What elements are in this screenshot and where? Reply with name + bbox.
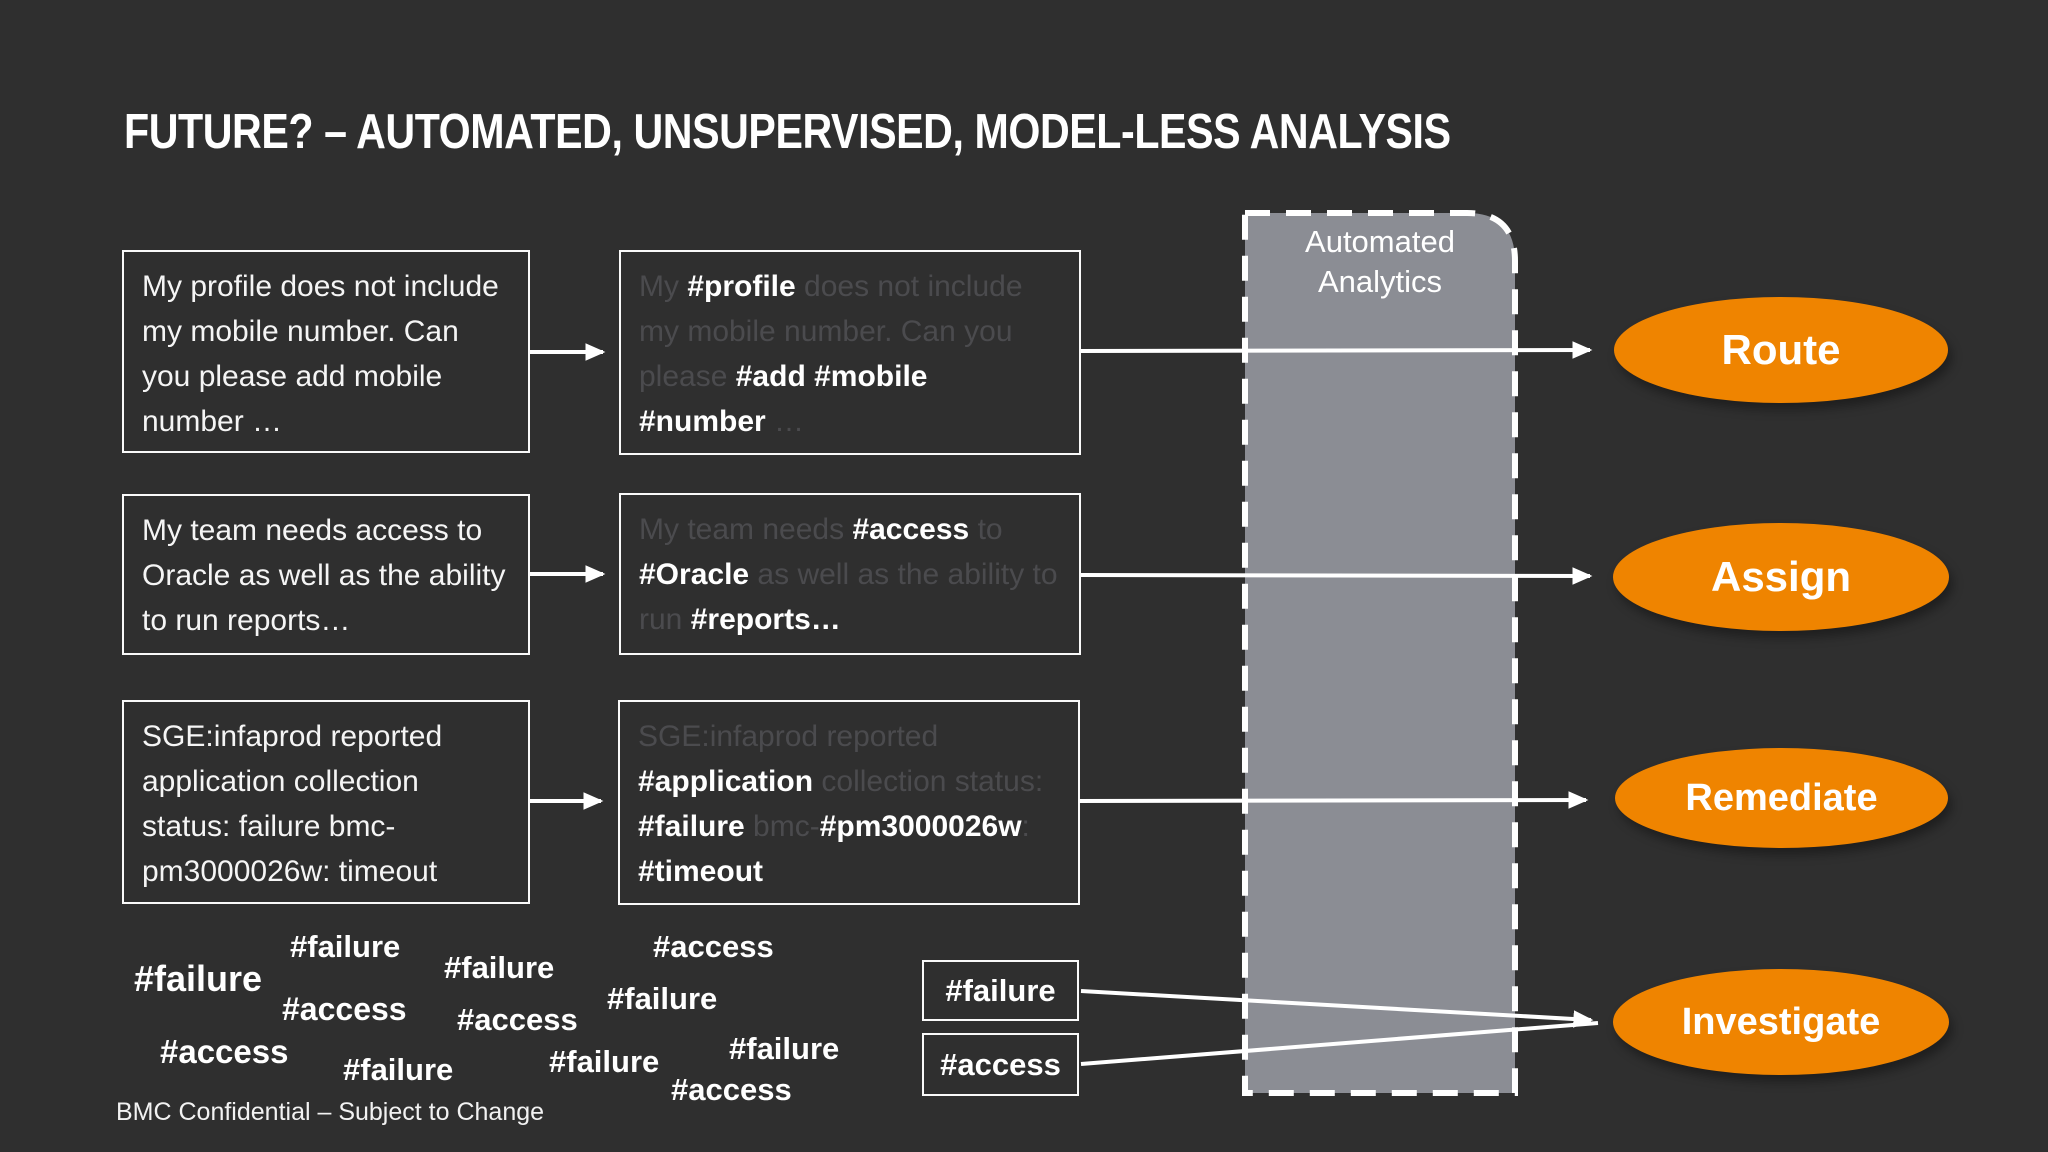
tag-cloud-word: #failure: [729, 1031, 840, 1066]
hashtag-text: #reports…: [690, 603, 841, 636]
tagged-text-box-2: My team needs #access to #Oracle as well…: [619, 493, 1081, 655]
dim-text: My: [639, 270, 688, 303]
action-ellipse-investigate: Investigate: [1613, 969, 1949, 1075]
boxed-tag-access: #access: [922, 1033, 1079, 1096]
hashtag-text: #pm3000026w: [819, 810, 1022, 843]
tagged-text-box-1: My #profile does not include my mobile n…: [619, 250, 1081, 455]
tag-cloud-word: #failure: [444, 950, 555, 985]
arrow-to-route: [1080, 341, 1593, 359]
tag-cloud-word: #access: [671, 1072, 792, 1107]
tag-cloud-word: #failure: [607, 981, 718, 1016]
automated-analytics-label: Automated Analytics: [1305, 224, 1455, 299]
action-ellipse-route: Route: [1614, 297, 1948, 403]
dim-text: does not include my mobile number. Can y…: [639, 270, 1023, 393]
dim-text: My team needs: [639, 513, 853, 546]
tagged-text-box-3: SGE:infaprod reported #application colle…: [618, 700, 1080, 905]
dim-text: :: [1021, 810, 1030, 843]
confidentiality-footer: BMC Confidential – Subject to Change: [116, 1098, 545, 1126]
tag-cloud-word: #failure: [343, 1052, 454, 1087]
boxed-tag-failure: #failure: [922, 960, 1079, 1021]
arrow-failure-to-investigate: [1080, 989, 1594, 1028]
dim-text: …: [765, 405, 805, 438]
slide-title: FUTURE? – AUTOMATED, UNSUPERVISED, MODEL…: [124, 105, 1451, 159]
automated-analytics-panel: [1242, 210, 1518, 1096]
ticket-text-box-3: SGE:infaprod reported application collec…: [122, 700, 530, 904]
hashtag-text: #add #mobile #number: [639, 360, 928, 438]
dim-text: to: [969, 513, 1003, 546]
tag-cloud-word: #access: [457, 1002, 578, 1037]
ticket-text-box-2: My team needs access to Oracle as well a…: [122, 494, 530, 655]
dim-text: as well as the ability to run: [639, 558, 1058, 636]
arrow-to-remediate: [1078, 791, 1589, 809]
flow-arrows: [530, 341, 1599, 1066]
tag-cloud-word: #access: [160, 1033, 289, 1070]
action-ellipse-remediate: Remediate: [1615, 748, 1948, 848]
hashtag-text: #failure: [638, 810, 745, 843]
tag-cloud-word: #failure: [134, 958, 263, 999]
ticket-text-box-1: My profile does not include my mobile nu…: [122, 250, 530, 453]
tag-cloud-word: #failure: [290, 929, 401, 964]
tag-cloud-word: #access: [282, 991, 407, 1027]
dim-text: collection status:: [813, 765, 1044, 798]
hashtag-text: #timeout: [638, 855, 764, 888]
line-access-to-investigate: [1080, 1021, 1599, 1066]
hashtag-text: #profile: [687, 270, 796, 303]
action-ellipse-assign: Assign: [1613, 523, 1949, 631]
tag-cloud-word: #failure: [549, 1044, 660, 1079]
arrow-to-assign: [1080, 567, 1593, 585]
dim-text: SGE:infaprod reported: [638, 720, 939, 753]
hashtag-text: #Oracle: [639, 558, 750, 591]
hashtag-text: #access: [852, 513, 970, 546]
dim-text: bmc-: [744, 810, 820, 843]
tag-cloud-word: #access: [653, 929, 774, 964]
hashtag-text: #application: [638, 765, 814, 798]
